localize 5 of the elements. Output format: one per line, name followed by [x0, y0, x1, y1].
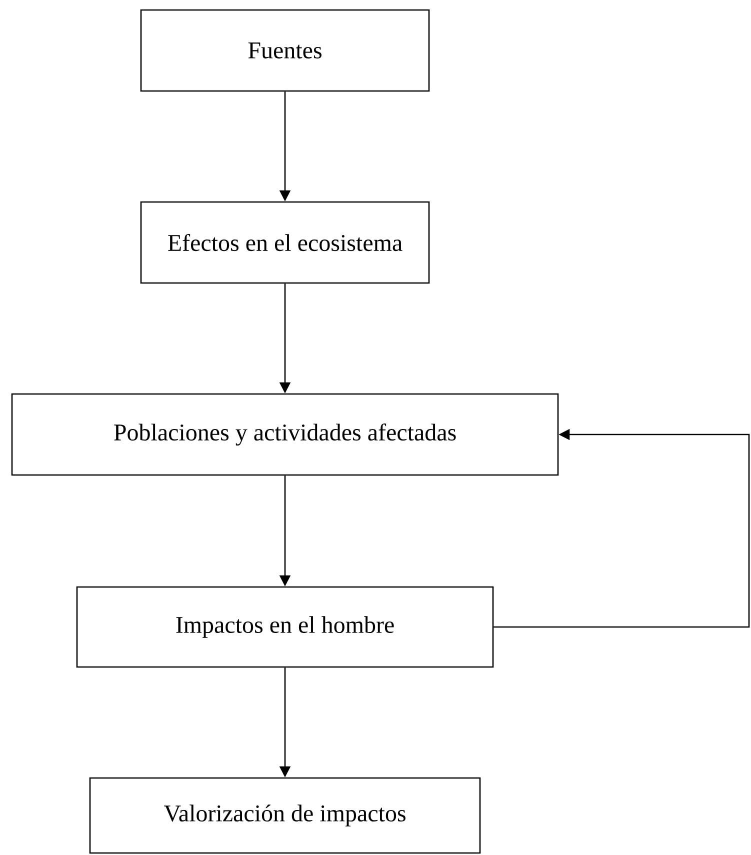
process-box: Fuentes	[140, 9, 430, 92]
process-box: Poblaciones y actividades afectadas	[11, 393, 559, 476]
process-box: Valorización de impactos	[89, 777, 481, 854]
process-box: Impactos en el hombre	[76, 586, 494, 668]
process-box: Efectos en el ecosistema	[140, 201, 430, 284]
